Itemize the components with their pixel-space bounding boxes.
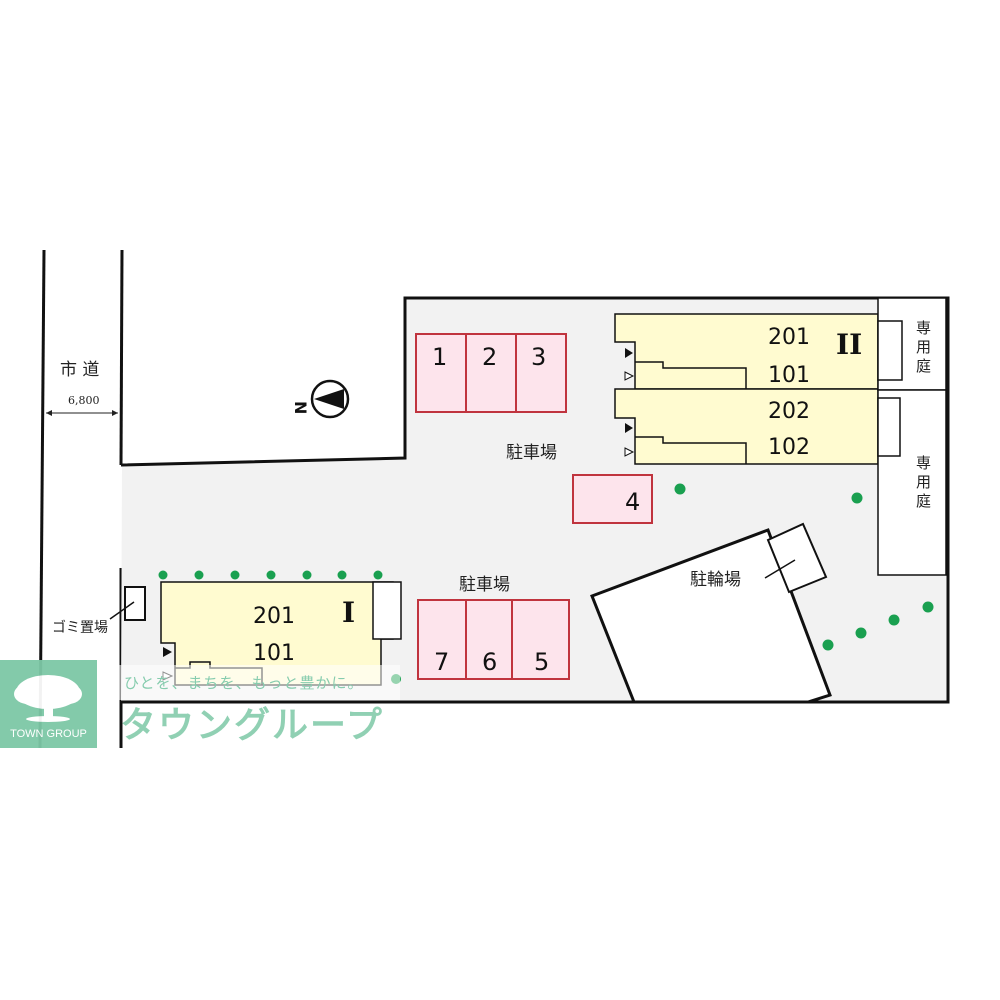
parking-space-4[interactable] (572, 474, 653, 524)
unit-101-b2[interactable]: 101 (768, 363, 810, 388)
bicycle-parking[interactable] (766, 522, 828, 594)
tree-icon (194, 570, 204, 580)
private-garden-1-label: 専 用 庭 (916, 319, 931, 375)
entrance-markers-building-2 (624, 348, 635, 457)
tree-icon (373, 570, 383, 580)
parking-space-3[interactable] (515, 333, 567, 413)
tree-icon (674, 483, 686, 495)
parking-space-7-label: 7 (434, 648, 449, 676)
neighbour-structure (590, 528, 832, 704)
garbage-area[interactable] (124, 586, 146, 621)
building-2-number: II (836, 328, 862, 361)
tree-icon (302, 570, 312, 580)
watermark-band (118, 665, 400, 700)
entrance-icon (625, 348, 633, 358)
watermark-tagline: ひとを、まちを、もっと豊かに。 (124, 674, 364, 692)
tree-icon (337, 570, 347, 580)
parking-area-label-upper: 駐車場 (506, 443, 557, 463)
building-1-annex (372, 581, 402, 640)
dimension-arrow (46, 410, 118, 416)
entrance-icon (624, 371, 635, 381)
parking-group-upper (415, 333, 567, 413)
parking-space-4-label: 4 (625, 488, 640, 516)
private-gardens (877, 297, 947, 576)
bicycle-parking-label: 駐輪場 (690, 570, 741, 590)
tree-icon (230, 570, 240, 580)
building-1 (160, 581, 402, 686)
town-group-logo: TOWN GROUP (0, 660, 97, 748)
unit-201-b2[interactable]: 201 (768, 325, 810, 350)
unit-102-b2[interactable]: 102 (768, 435, 810, 460)
road-width-label: 6,800 (68, 394, 100, 407)
svg-text:庭: 庭 (916, 492, 931, 510)
lot-boundary (120, 296, 950, 704)
garbage-area-label: ゴミ置場 (52, 619, 108, 636)
parking-area-label-lower: 駐車場 (459, 575, 510, 595)
logo-text: TOWN GROUP (10, 728, 87, 740)
entrance-icon (625, 423, 633, 433)
tree-icon (888, 614, 900, 626)
tree-icon (266, 570, 276, 580)
svg-text:用: 用 (916, 473, 931, 491)
parking-space-5-label: 5 (534, 648, 549, 676)
parking-space-2-label: 2 (482, 343, 497, 371)
parking-space-5[interactable] (511, 599, 570, 680)
tree-logo-icon (14, 675, 82, 722)
svg-text:用: 用 (916, 338, 931, 356)
tree-icon (851, 492, 863, 504)
parking-space-1-label: 1 (432, 343, 447, 371)
tree-icon (855, 627, 867, 639)
tree-icon (822, 639, 834, 651)
unit-202-b2[interactable]: 202 (768, 399, 810, 424)
svg-text:専: 専 (916, 319, 931, 337)
parking-space-2[interactable] (465, 333, 517, 413)
watermark-brand: タウングループ (120, 705, 384, 746)
trees (158, 483, 934, 684)
parking-space-6-label: 6 (482, 648, 497, 676)
road-label: 市 道 (60, 360, 99, 380)
parking-space-1[interactable] (415, 333, 467, 413)
entrance-icon (163, 647, 172, 657)
parking-space-3-label: 3 (531, 343, 546, 371)
svg-text:専: 専 (916, 454, 931, 472)
building-1-number: I (342, 596, 355, 629)
unit-101-b1[interactable]: 101 (253, 641, 295, 666)
parking-space-6[interactable] (465, 599, 513, 680)
north-arrow: N (291, 379, 350, 419)
svg-text:庭: 庭 (916, 357, 931, 375)
entrance-icon (624, 447, 635, 457)
tree-icon (158, 570, 168, 580)
private-garden-2-label: 専 用 庭 (916, 454, 931, 510)
parking-group-lower (417, 599, 570, 680)
unit-201-b1[interactable]: 201 (253, 604, 295, 629)
tree-icon (922, 601, 934, 613)
parking-space-7[interactable] (417, 599, 467, 680)
building-2 (614, 313, 879, 465)
north-label: N (291, 401, 310, 414)
